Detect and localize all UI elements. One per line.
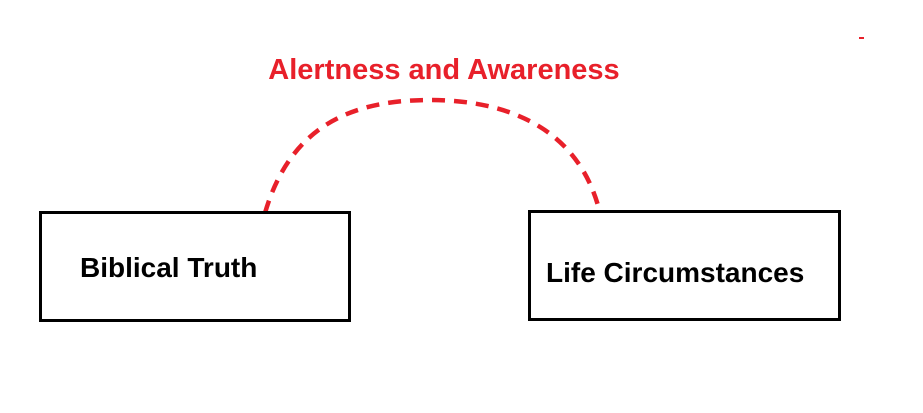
biblical-truth-label: Biblical Truth	[80, 252, 258, 283]
life-circumstances-box: Life Circumstances	[528, 210, 841, 321]
biblical-truth-box: Biblical Truth	[39, 211, 351, 322]
stray-red-mark	[859, 37, 864, 39]
diagram-title: Alertness and Awareness	[268, 54, 620, 86]
life-circumstances-label: Life Circumstances	[546, 257, 805, 288]
connector-arc-path	[262, 97, 603, 214]
